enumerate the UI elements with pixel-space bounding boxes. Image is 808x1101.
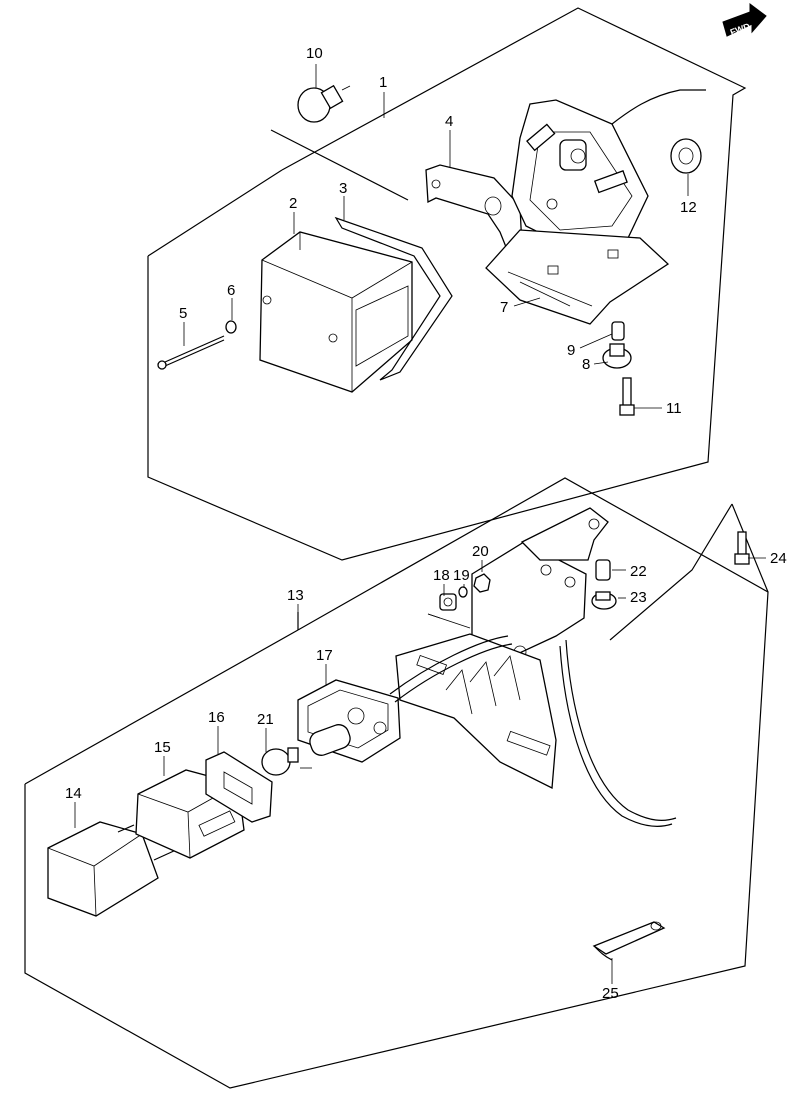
callout-19: 19 [453, 567, 470, 584]
callout-25: 25 [602, 985, 619, 1002]
washer-part-19 [458, 586, 468, 598]
bracket-part-4 [425, 164, 523, 253]
bolt-part-11 [619, 377, 635, 416]
callout-7: 7 [500, 299, 508, 316]
callout-17: 17 [316, 647, 333, 664]
callout-13: 13 [287, 587, 304, 604]
callout-12: 12 [680, 199, 697, 216]
screw-part-5 [157, 335, 225, 370]
bulb-part-10 [297, 84, 351, 123]
leader-lines [74, 64, 766, 984]
housing-part-7 [485, 89, 706, 325]
callout-9: 9 [567, 342, 575, 359]
gasket-part-3 [334, 216, 453, 381]
gasket-part-16 [205, 751, 273, 823]
upper-assembly-outline [147, 7, 747, 561]
nut-part-20 [473, 573, 491, 593]
callouts: 10 1 4 2 3 12 6 5 7 9 8 11 13 20 18 19 2… [65, 45, 787, 1002]
callout-2: 2 [289, 195, 297, 212]
clamp-part-25 [592, 921, 666, 961]
washer-part-6 [225, 320, 237, 334]
lens-part-14 [47, 821, 177, 917]
callout-24: 24 [770, 550, 787, 567]
collar-part-22 [595, 559, 611, 581]
callout-10: 10 [306, 45, 323, 62]
license-bracket [389, 507, 677, 827]
lens-part-2 [259, 231, 413, 393]
callout-5: 5 [179, 305, 187, 322]
callout-22: 22 [630, 563, 647, 580]
socket-part-17 [297, 679, 401, 769]
callout-3: 3 [339, 180, 347, 197]
cushion-part-23 [591, 591, 617, 610]
callout-15: 15 [154, 739, 171, 756]
callout-4: 4 [445, 113, 453, 130]
bolt-part-24 [734, 531, 750, 565]
collar-part-9 [611, 321, 625, 341]
callout-23: 23 [630, 589, 647, 606]
callout-1: 1 [379, 74, 387, 91]
callout-11: 11 [666, 400, 682, 417]
lower-assembly-outline [24, 477, 769, 1089]
fwd-arrow-icon: FWD [722, 3, 767, 38]
nut-part-18 [439, 593, 457, 611]
callout-14: 14 [65, 785, 82, 802]
callout-16: 16 [208, 709, 225, 726]
grommet-part-12 [670, 138, 702, 174]
callout-18: 18 [433, 567, 450, 584]
callout-6: 6 [227, 282, 235, 299]
callout-21: 21 [257, 711, 274, 728]
bulb-part-21 [261, 747, 299, 776]
cushion-part-8 [602, 343, 632, 369]
callout-8: 8 [582, 356, 590, 373]
callout-20: 20 [472, 543, 489, 560]
